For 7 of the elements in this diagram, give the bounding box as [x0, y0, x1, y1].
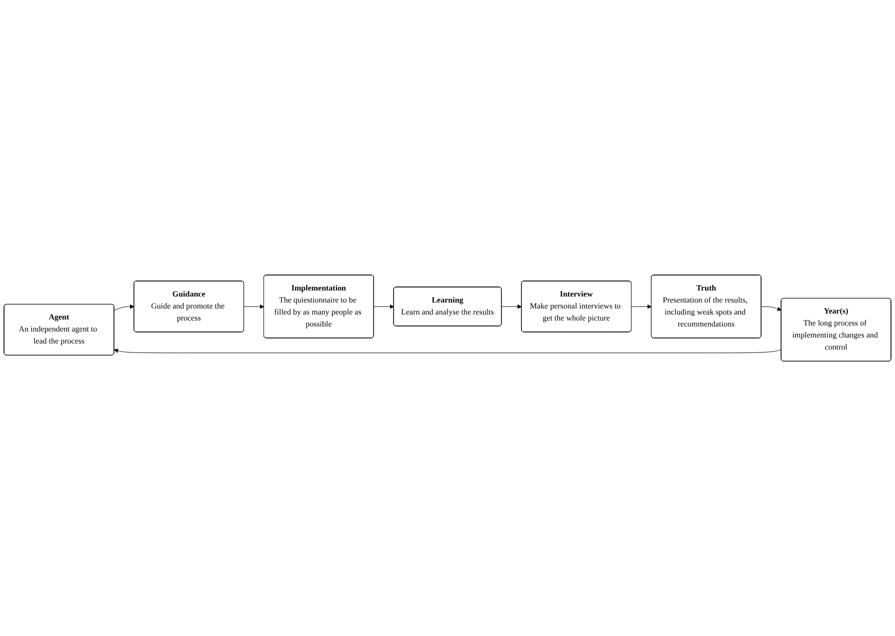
arrow — [761, 306, 782, 311]
arrow — [244, 304, 264, 309]
arrow — [631, 304, 652, 309]
arrow — [114, 304, 134, 310]
arrow — [501, 304, 522, 309]
arrow — [374, 304, 394, 309]
arrow — [114, 348, 782, 354]
